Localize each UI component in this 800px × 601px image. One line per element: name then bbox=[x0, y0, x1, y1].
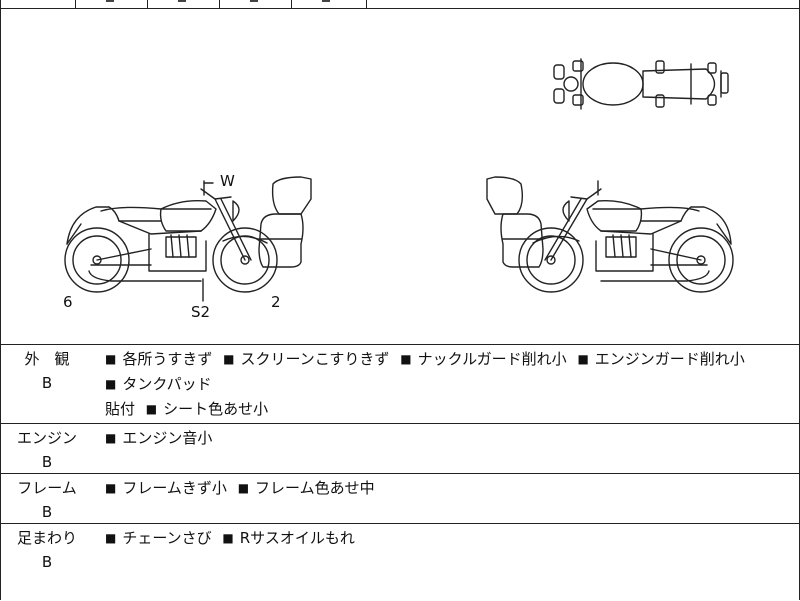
remark-item: フレーム色あせ中 bbox=[255, 479, 375, 497]
row-header: 足まわり B bbox=[1, 524, 93, 574]
header-cell bbox=[148, 0, 220, 8]
remark-item: 貼付 bbox=[105, 400, 136, 418]
damage-label-w: W bbox=[220, 172, 235, 190]
remark-item: シート色あせ小 bbox=[163, 400, 269, 418]
motorcycle-drawings bbox=[64, 58, 734, 302]
remark-item: チェーンさび bbox=[122, 529, 212, 547]
exterior-row: 外 観 B ■各所うすきず ■スクリーンこすりきず ■ナックルガード削れ小 ■エ… bbox=[1, 344, 799, 423]
top-view-motorcycle-icon bbox=[553, 58, 729, 110]
motorcycle-diagram: W 6 S2 2 bbox=[1, 9, 799, 344]
header-cell bbox=[367, 0, 799, 8]
row-title: フレーム bbox=[17, 479, 77, 497]
damage-label-2: 2 bbox=[271, 293, 281, 311]
header-cell bbox=[1, 0, 76, 8]
damage-label-6: 6 bbox=[63, 293, 73, 311]
header-cell bbox=[76, 0, 148, 8]
frame-row: フレーム B ■フレームきず小 ■フレーム色あせ中 bbox=[1, 473, 799, 523]
row-remarks: ■チェーンさび ■Rサスオイルもれ bbox=[105, 529, 355, 547]
row-header: フレーム B bbox=[1, 474, 93, 524]
row-grade: B bbox=[41, 453, 53, 471]
row-remarks: ■各所うすきず ■スクリーンこすりきず ■ナックルガード削れ小 ■エンジンガード… bbox=[105, 350, 745, 418]
row-title: 外 観 bbox=[24, 350, 70, 368]
row-grade: B bbox=[41, 374, 53, 392]
remark-item: ナックルガード削れ小 bbox=[417, 350, 567, 368]
row-remarks: ■フレームきず小 ■フレーム色あせ中 bbox=[105, 479, 375, 497]
engine-row: エンジン B ■エンジン音小 bbox=[1, 423, 799, 473]
row-title: エンジン bbox=[16, 429, 77, 447]
remark-item: エンジン音小 bbox=[122, 429, 213, 447]
clipped-header-row bbox=[1, 0, 799, 9]
remark-item: スクリーンこすりきず bbox=[240, 350, 390, 368]
right-side-motorcycle-icon bbox=[486, 176, 734, 293]
left-side-motorcycle-icon bbox=[64, 176, 312, 302]
remark-item: エンジンガード削れ小 bbox=[594, 350, 745, 368]
row-grade: B bbox=[41, 503, 53, 521]
remark-item: Rサスオイルもれ bbox=[239, 529, 355, 547]
row-header: エンジン B bbox=[1, 424, 93, 474]
row-remarks: ■エンジン音小 bbox=[105, 429, 213, 447]
remark-item: タンクパッド bbox=[122, 375, 212, 393]
remark-item: 各所うすきず bbox=[122, 350, 213, 368]
row-header: 外 観 B bbox=[1, 345, 93, 395]
remark-item: フレームきず小 bbox=[122, 479, 227, 497]
row-grade: B bbox=[41, 553, 53, 571]
suspension-row: 足まわり B ■チェーンさび ■Rサスオイルもれ bbox=[1, 523, 799, 601]
header-cell bbox=[220, 0, 292, 8]
row-title: 足まわり bbox=[16, 529, 77, 547]
header-cell bbox=[292, 0, 367, 8]
damage-label-s2: S2 bbox=[191, 303, 211, 321]
